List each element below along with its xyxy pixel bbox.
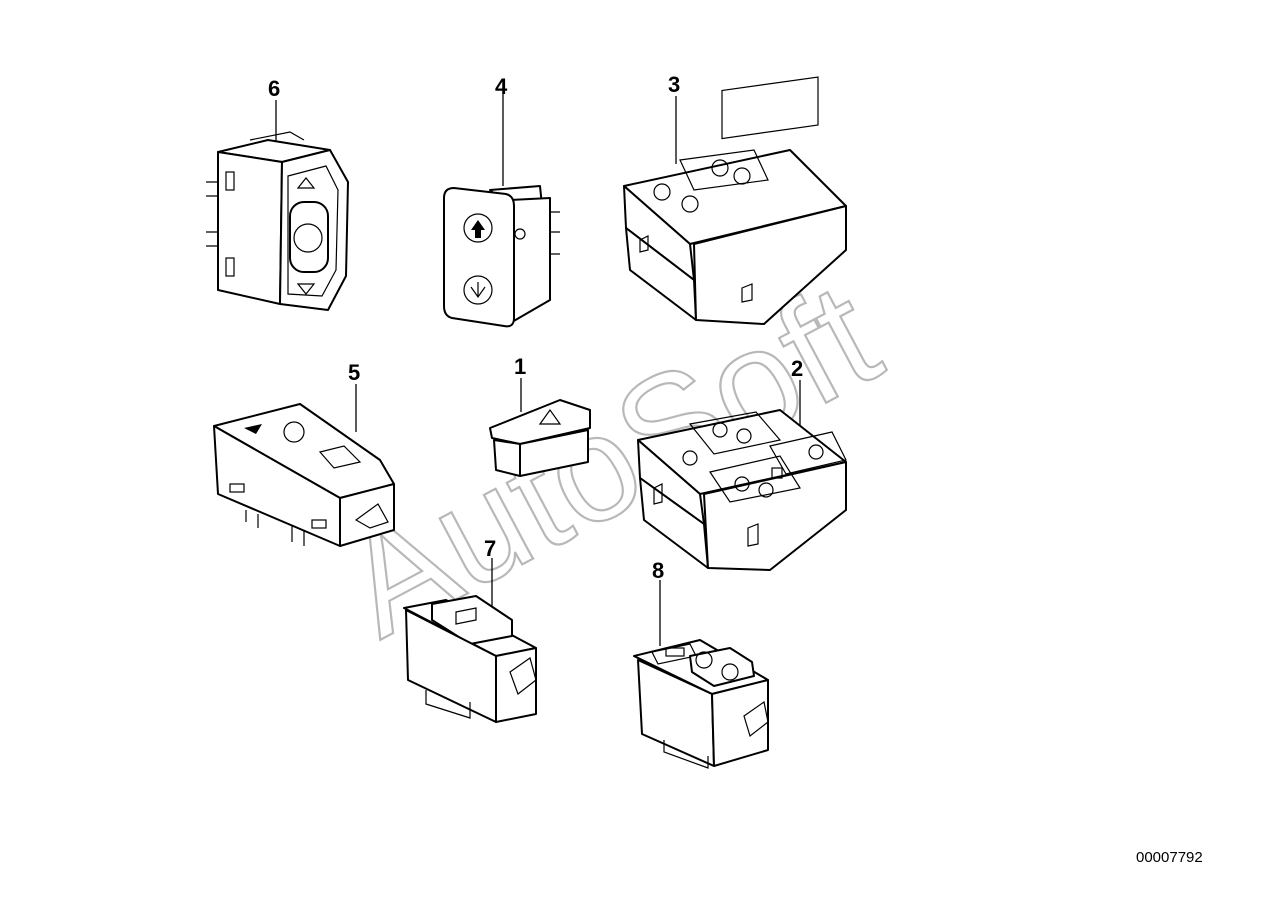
switch-block-part-2[interactable]: 2	[637, 356, 847, 571]
switch-part-7[interactable]: 7	[403, 536, 537, 723]
switch-part-8[interactable]: 8	[633, 558, 769, 769]
part-label-3: 3	[668, 72, 680, 97]
switch-part-6[interactable]: 6	[206, 76, 349, 311]
reference-number: 00007792	[1136, 849, 1203, 866]
switch-part-4[interactable]: 4	[443, 74, 560, 328]
switch-block-part-3[interactable]: 3	[623, 72, 847, 325]
part-label-5: 5	[348, 360, 360, 385]
part-label-6: 6	[268, 76, 280, 101]
switch-part-5[interactable]: 5	[213, 360, 395, 547]
part-label-1: 1	[514, 354, 526, 379]
part-label-7: 7	[484, 536, 496, 561]
switch-part-1[interactable]: 1	[489, 354, 591, 477]
part-label-4: 4	[495, 74, 508, 99]
part-label-8: 8	[652, 558, 664, 583]
part-label-2: 2	[791, 356, 803, 381]
